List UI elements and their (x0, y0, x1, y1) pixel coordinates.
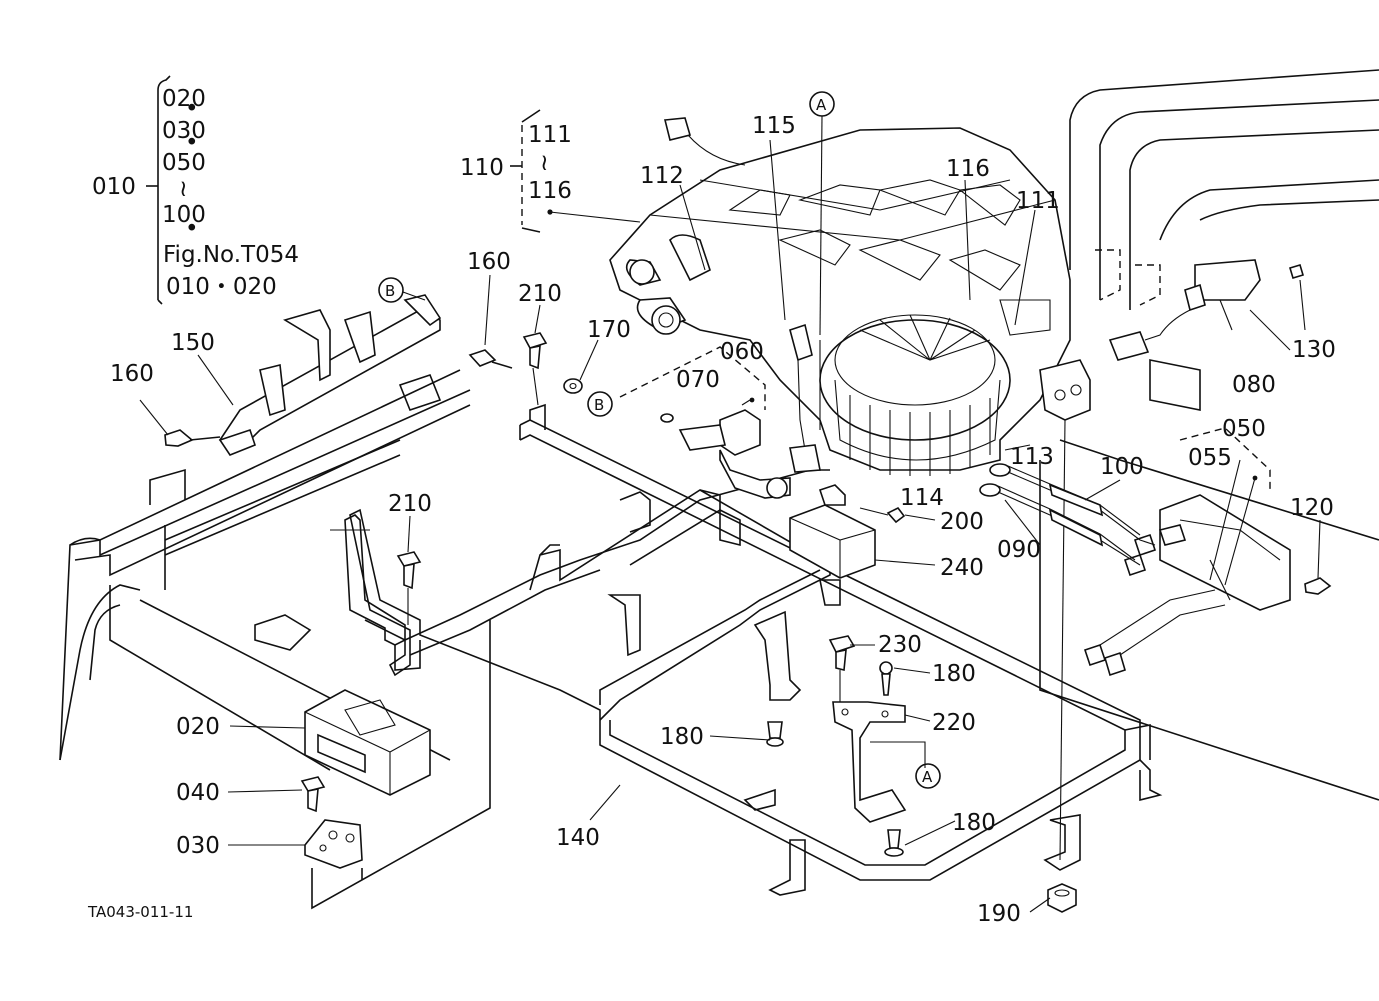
label-200: 200 (940, 509, 984, 535)
label-112: 112 (640, 163, 684, 189)
callout-B-top: B (378, 277, 426, 303)
cab-right-panel (1039, 69, 1379, 801)
left-frame (59, 369, 471, 771)
part-090-cable (979, 483, 1141, 566)
label-070: 070 (676, 367, 720, 393)
part-180-screw-b (766, 721, 784, 747)
label-055: 055 (1188, 445, 1232, 471)
svg-text:A: A (816, 96, 827, 114)
leader-lines (139, 139, 1321, 913)
callout-B-mid: B (587, 391, 613, 417)
part-210-bolt-top (522, 332, 548, 406)
part-150-hanger (330, 514, 406, 646)
part-080-sensor (1108, 259, 1304, 361)
label-180-b: 180 (660, 724, 704, 750)
group-110-label: 110 (460, 155, 504, 181)
callout-A-top: A (809, 91, 835, 336)
part-220-bracket (832, 701, 926, 823)
label-160-top: 160 (467, 249, 511, 275)
drawing-code: TA043-011-11 (87, 903, 193, 921)
part-230-bolt (828, 635, 856, 705)
label-114: 114 (900, 485, 944, 511)
part-060-valve (619, 346, 791, 499)
part-180-screw-a (879, 661, 893, 696)
label-130: 130 (1292, 337, 1336, 363)
label-115: 115 (752, 113, 796, 139)
label-113: 113 (1010, 444, 1054, 470)
part-240-module (789, 504, 906, 579)
label-120: 120 (1290, 495, 1334, 521)
label-150: 150 (171, 330, 215, 356)
label-190: 190 (977, 901, 1021, 927)
label-080: 080 (1232, 372, 1276, 398)
label-060: 060 (720, 339, 764, 365)
part-140-frame (349, 403, 1163, 896)
dot-separator-1: • (185, 96, 199, 122)
fig-ref-line2: 010・020 (166, 274, 277, 300)
part-170-washer (563, 378, 583, 394)
label-090: 090 (997, 537, 1041, 563)
group-010-member-2: 030 (162, 118, 206, 144)
part-030-bracket (304, 819, 363, 869)
part-160-left-bolt (164, 429, 221, 447)
part-100-cable (989, 463, 1156, 546)
part-180-screw-c (884, 829, 904, 857)
label-030: 030 (176, 833, 220, 859)
part-150-bracket (218, 294, 442, 456)
label-040: 040 (176, 780, 220, 806)
label-170: 170 (587, 317, 631, 343)
label-140: 140 (556, 825, 600, 851)
part-210-bolt-mid (396, 551, 422, 625)
tilde-separator-1: ≀ (179, 176, 188, 202)
part-190-nut (1047, 883, 1077, 913)
label-050: 050 (1222, 416, 1266, 442)
fig-ref-line1: Fig.No.T054 (163, 242, 299, 268)
label-240: 240 (940, 555, 984, 581)
label-210-mid: 210 (388, 491, 432, 517)
part-110-aircon-unit (609, 117, 1091, 861)
dot-separator-3: • (185, 216, 199, 242)
label-160-left: 160 (110, 361, 154, 387)
callout-A-bottom: A (915, 763, 941, 789)
part-050-control (1083, 427, 1332, 677)
group-010-member-4: 100 (162, 202, 206, 228)
group-010-member-1: 020 (162, 86, 206, 112)
svg-text:B: B (594, 396, 604, 414)
group-110-bracket: 110 111 ≀ 116 (460, 109, 641, 233)
label-116: 116 (946, 156, 990, 182)
label-111: 111 (1016, 188, 1060, 214)
part-labels: 115 112 116 111 113 114 100 090 130 080 … (110, 113, 1336, 927)
label-210-top: 210 (518, 281, 562, 307)
group-010-member-3: 050 (162, 150, 206, 176)
label-230: 230 (878, 632, 922, 658)
label-180-a: 180 (932, 661, 976, 687)
leader-030-to-frame (311, 620, 491, 910)
group-110-from: 111 (528, 122, 572, 148)
group-010-label: 010 (92, 174, 136, 200)
svg-text:B: B (385, 282, 395, 300)
group-110-tilde: ≀ (540, 150, 549, 176)
group-110-to: 116 (528, 178, 572, 204)
label-180-c: 180 (952, 810, 996, 836)
dot-separator-2: • (185, 130, 199, 156)
label-020: 020 (176, 714, 220, 740)
svg-text:A: A (922, 768, 933, 786)
label-220: 220 (932, 710, 976, 736)
label-100: 100 (1100, 454, 1144, 480)
part-020-controller (304, 689, 431, 796)
part-160-top-bolt (468, 349, 513, 369)
part-040-bolt (300, 776, 326, 813)
group-010-bracket: 010 020 • 030 • 050 ≀ 100 • Fig.No.T054 … (92, 75, 299, 305)
